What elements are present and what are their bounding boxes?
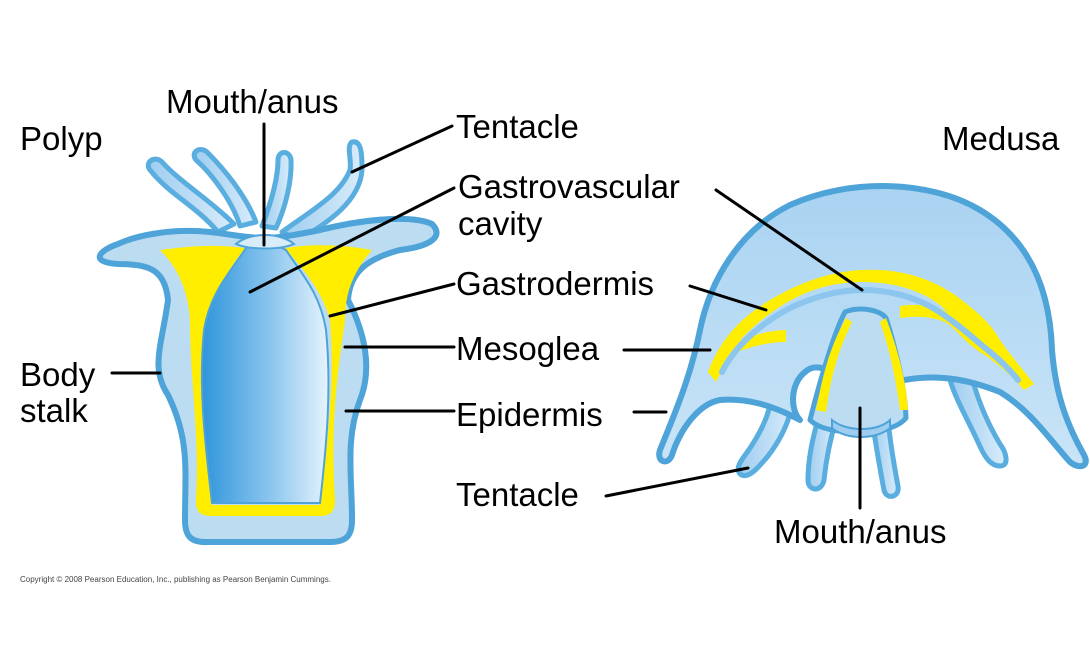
leader-lines	[110, 122, 864, 510]
leader-gastrovascular-medusa	[714, 188, 864, 292]
polyp-cavity	[200, 243, 330, 504]
leader-gastrodermis-medusa	[688, 284, 768, 312]
medusa-gastrodermis	[719, 286, 1021, 383]
medusa-mouth	[831, 417, 891, 438]
label-gastrovascular: Gastrovascular	[458, 168, 680, 205]
medusa-figure	[656, 183, 1089, 499]
medusa-mesoglea	[708, 269, 1034, 390]
label-gastrodermis: Gastrodermis	[456, 265, 655, 302]
leader-tentacle-bottom	[604, 466, 750, 498]
leader-tentacle-top	[350, 124, 454, 174]
label-mesoglea: Mesoglea	[456, 330, 600, 367]
label-tentacle-bottom: Tentacle	[456, 476, 579, 513]
label-medusa: Medusa	[942, 120, 1060, 157]
label-epidermis: Epidermis	[456, 396, 603, 433]
label-gastrovascular-cavity: cavity	[458, 205, 543, 242]
label-stalk: stalk	[20, 392, 88, 429]
leader-gastrovascular-polyp	[248, 186, 456, 294]
label-mouth-anus-medusa: Mouth/anus	[774, 513, 947, 550]
medusa-tentacles	[735, 367, 1009, 499]
label-polyp: Polyp	[20, 120, 103, 157]
leader-gastrodermis-polyp	[328, 282, 456, 318]
polyp-tentacles	[145, 139, 365, 243]
polyp-figure	[96, 139, 440, 545]
medusa-manubrium-mesoglea	[816, 318, 908, 412]
label-mouth-anus-polyp: Mouth/anus	[166, 83, 339, 120]
label-tentacle-top: Tentacle	[456, 108, 579, 145]
copyright-notice: Copyright © 2008 Pearson Education, Inc.…	[20, 575, 331, 584]
label-body: Body	[20, 356, 96, 393]
